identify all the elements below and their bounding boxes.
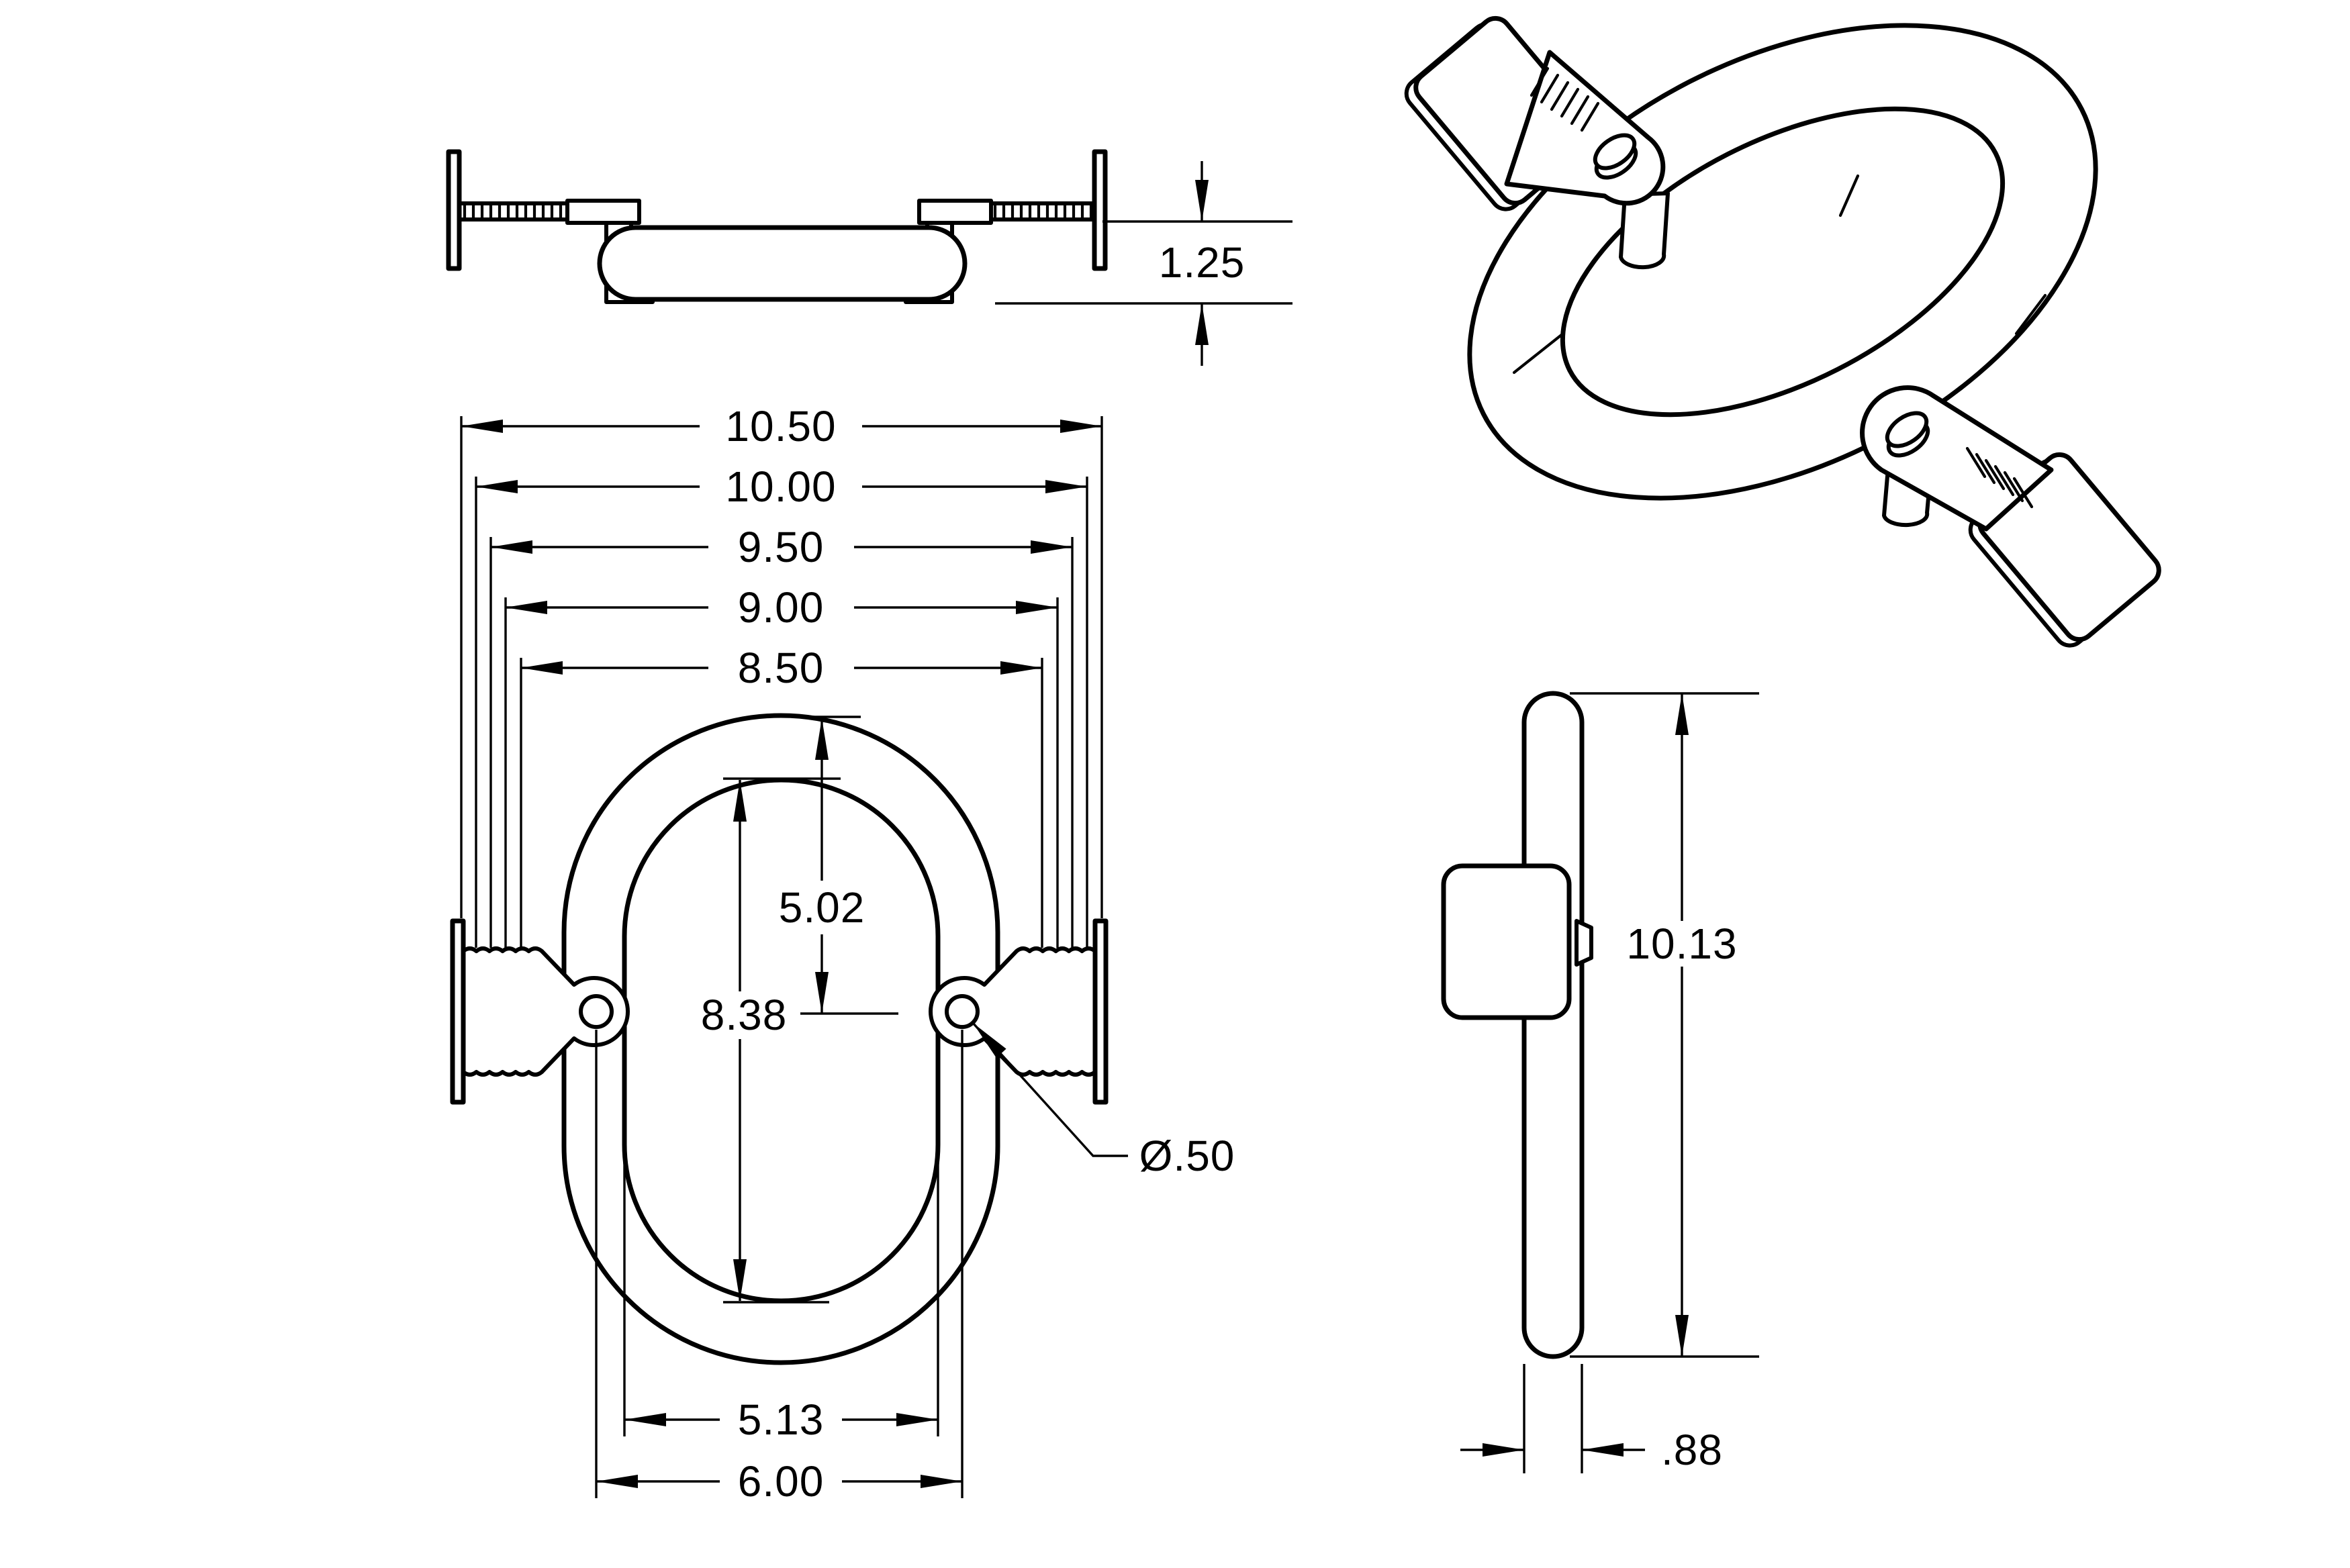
iso-upper-boss bbox=[1619, 191, 1670, 270]
iso-sleeve-seams bbox=[1512, 174, 2047, 375]
plan-ring-inner bbox=[622, 777, 941, 1304]
plan-dim-5-02: 5.02 bbox=[779, 716, 898, 1015]
front-right-threaded-shaft bbox=[989, 201, 1096, 222]
plan-right-bracket bbox=[929, 946, 1097, 1077]
front-right-thread-ribs bbox=[993, 201, 1093, 222]
front-left-thread-ribs bbox=[463, 201, 563, 222]
plan-dim-text-10-00: 10.00 bbox=[725, 462, 836, 511]
side-bracket-tab bbox=[1574, 919, 1593, 967]
plan-dim-text-5-02: 5.02 bbox=[779, 883, 865, 932]
plan-dim-text-6-00: 6.00 bbox=[738, 1457, 825, 1506]
iso-upper-hole bbox=[1593, 133, 1637, 170]
side-dim-text-10-13: 10.13 bbox=[1626, 920, 1737, 968]
front-right-bracket-bar bbox=[917, 199, 993, 225]
front-tube bbox=[597, 225, 968, 302]
side-view: 10.13 .88 bbox=[1441, 691, 1759, 1474]
plan-dim-text-9-50: 9.50 bbox=[738, 523, 825, 571]
plan-dim-text-10-50: 10.50 bbox=[725, 402, 836, 450]
iso-ring-inner bbox=[1560, 106, 2006, 418]
plan-dim-hole-dia: Ø.50 bbox=[972, 1022, 1235, 1180]
plan-dim-stack: 10.50 10.00 9.50 9.00 8.50 bbox=[460, 402, 1103, 948]
iso-upper-tab-serrations bbox=[1530, 66, 1600, 132]
plan-dim-text-5-13: 5.13 bbox=[738, 1395, 825, 1444]
plan-right-hole bbox=[945, 994, 980, 1029]
side-tube bbox=[1521, 691, 1585, 1359]
front-view: 1.25 bbox=[446, 149, 1292, 366]
front-right-mount-plate bbox=[1092, 149, 1108, 271]
iso-lower-hole bbox=[1885, 411, 1929, 448]
plan-dim-5-13: 5.13 bbox=[623, 1148, 939, 1444]
isometric-view bbox=[1404, 15, 2161, 648]
plan-left-mount-plate bbox=[450, 918, 466, 1105]
side-dim-0-88: .88 bbox=[1460, 1364, 1723, 1474]
front-dim-text-1-25: 1.25 bbox=[1159, 238, 1246, 287]
plan-dim-text-hole-dia: Ø.50 bbox=[1139, 1132, 1235, 1180]
iso-lower-tab-serrations bbox=[1965, 446, 2034, 509]
front-dim-1-25: 1.25 bbox=[995, 161, 1292, 366]
side-dim-10-13: 10.13 bbox=[1570, 692, 1759, 1358]
front-left-bracket-bar bbox=[565, 199, 641, 225]
plan-left-bracket bbox=[461, 946, 630, 1077]
plan-view: 10.50 10.00 9.50 9.00 8.50 5.02 bbox=[450, 402, 1235, 1506]
front-left-mount-plate bbox=[446, 149, 462, 271]
side-mount-plate bbox=[1441, 863, 1572, 1020]
side-dim-text-0-88: .88 bbox=[1661, 1426, 1723, 1474]
plan-dim-text-9-00: 9.00 bbox=[738, 583, 825, 632]
plan-dim-6-00: 6.00 bbox=[595, 1030, 963, 1506]
plan-dim-8-38: 8.38 bbox=[701, 777, 841, 1304]
plan-right-mount-plate bbox=[1092, 918, 1109, 1105]
plan-dim-text-8-38: 8.38 bbox=[701, 991, 788, 1039]
plan-dim-text-8-50: 8.50 bbox=[738, 644, 825, 692]
plan-left-hole bbox=[579, 994, 614, 1029]
